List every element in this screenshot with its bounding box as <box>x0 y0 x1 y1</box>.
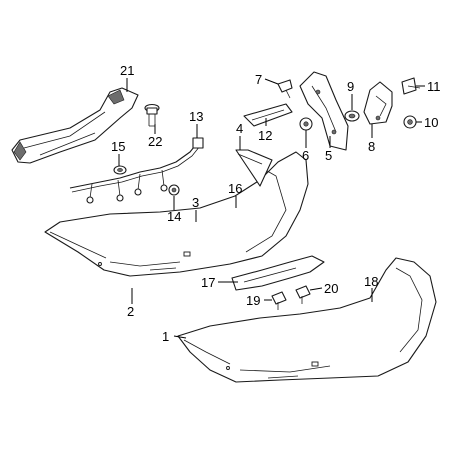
part-12-bracket[interactable] <box>243 103 293 127</box>
callout-17: 17 <box>201 275 215 290</box>
callout-2: 2 <box>127 304 134 319</box>
callout-10: 10 <box>424 115 438 130</box>
callout-16: 16 <box>228 181 242 196</box>
part-2-upper-cover[interactable] <box>44 151 309 277</box>
callout-20: 20 <box>324 281 338 296</box>
callout-8: 8 <box>368 139 375 154</box>
callout-6: 6 <box>302 148 309 163</box>
callout-12: 12 <box>258 128 272 143</box>
callout-15: 15 <box>111 139 125 154</box>
leader-lines <box>118 78 425 339</box>
part-17-shield[interactable] <box>231 255 325 291</box>
part-9-grommet[interactable] <box>344 110 360 122</box>
callout-1: 1 <box>162 329 169 344</box>
part-10-nut[interactable] <box>403 115 417 129</box>
part-20-clip[interactable] <box>295 285 311 304</box>
part-22-bolt[interactable] <box>144 103 160 127</box>
callout-9: 9 <box>347 79 354 94</box>
callout-labels: 21 22 13 15 14 3 16 4 12 7 6 5 9 8 11 10… <box>111 63 441 344</box>
callout-4: 4 <box>236 121 243 136</box>
part-14-fastener[interactable] <box>168 184 180 196</box>
part-21-reinforcement[interactable] <box>11 87 139 164</box>
callout-5: 5 <box>325 148 332 163</box>
callout-3: 3 <box>192 195 199 210</box>
part-11-screw[interactable] <box>401 77 421 95</box>
callout-14: 14 <box>167 209 181 224</box>
part-15-clip[interactable] <box>113 165 127 175</box>
callout-13: 13 <box>189 109 203 124</box>
part-7-pin[interactable] <box>277 79 293 99</box>
callout-21: 21 <box>120 63 134 78</box>
callout-22: 22 <box>148 134 162 149</box>
part-8-guide[interactable] <box>363 81 393 125</box>
part-4-retainer[interactable] <box>235 149 273 187</box>
callout-7: 7 <box>255 72 262 87</box>
callout-18: 18 <box>364 274 378 289</box>
part-13-harness[interactable] <box>69 137 204 204</box>
part-6-nut[interactable] <box>299 117 313 131</box>
part-19-clip[interactable] <box>271 291 287 310</box>
part-1-lower-cover[interactable] <box>177 257 437 383</box>
callout-19: 19 <box>246 293 260 308</box>
part-5-side-bracket[interactable] <box>299 71 349 151</box>
callout-11: 11 <box>427 79 441 94</box>
